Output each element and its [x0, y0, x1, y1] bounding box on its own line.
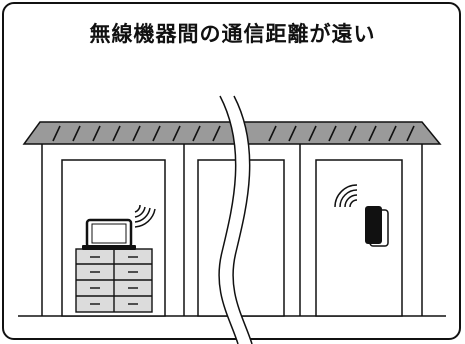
handset-icon: [365, 206, 389, 247]
wifi-signal-icon: [334, 184, 358, 208]
monitor-icon: [82, 218, 136, 250]
room-right: [315, 159, 403, 317]
wifi-signal-icon: [134, 204, 156, 228]
card-title: 無線機器間の通信距離が遠い: [89, 22, 376, 46]
distance-break: [218, 95, 253, 344]
drawer-cabinet: [75, 248, 153, 313]
